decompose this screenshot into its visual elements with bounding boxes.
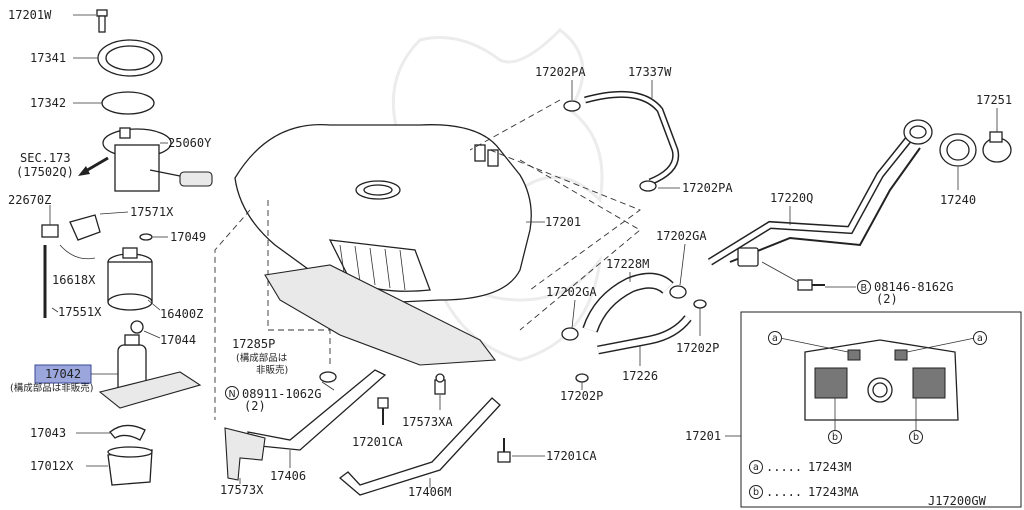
label-17240: 17240 bbox=[940, 193, 976, 207]
inset-callouts bbox=[768, 331, 987, 444]
label-17201-tank: 17201 bbox=[545, 215, 581, 229]
o-ring-17049 bbox=[139, 233, 153, 241]
nut-marker bbox=[225, 386, 239, 400]
inset-marker-a2: a bbox=[977, 333, 983, 344]
label-17341: 17341 bbox=[30, 51, 66, 65]
label-17573xa: 17573XA bbox=[402, 415, 453, 429]
inset-box bbox=[740, 311, 1022, 508]
label-08911-qty: (2) bbox=[244, 399, 266, 413]
strap-17406m bbox=[338, 397, 501, 496]
label-17285p-note1: (構成部品は bbox=[236, 352, 288, 364]
clip-17573xa bbox=[434, 373, 446, 395]
legend-dots-b: ..... bbox=[766, 485, 802, 499]
clamp-17202ga-left bbox=[561, 327, 579, 341]
fuel-filter-16400z bbox=[107, 247, 153, 311]
label-17342: 17342 bbox=[30, 96, 66, 110]
clamp-17202p-right bbox=[693, 299, 707, 309]
label-17337w: 17337W bbox=[628, 65, 672, 79]
legend-letter-b: b bbox=[753, 487, 759, 498]
vent-hose-17337w bbox=[584, 90, 680, 186]
label-17251: 17251 bbox=[976, 93, 1012, 107]
inset-marker-a1: a bbox=[772, 333, 778, 344]
bolt-marker-letter: B bbox=[861, 283, 868, 294]
filler-pipe-17220q bbox=[707, 119, 933, 267]
label-17202ga-left: 17202GA bbox=[546, 285, 597, 299]
filler-cap-17251 bbox=[982, 131, 1012, 163]
label-17220q: 17220Q bbox=[770, 191, 813, 205]
label-22670z: 22670Z bbox=[8, 193, 51, 207]
label-17202pa-top: 17202PA bbox=[535, 65, 586, 79]
clamp-17202pa-top bbox=[563, 100, 581, 112]
bolt-08146 bbox=[797, 279, 825, 291]
label-17201w: 17201W bbox=[8, 8, 52, 22]
bracket-17043 bbox=[109, 424, 146, 441]
label-25060y: 25060Y bbox=[168, 136, 212, 150]
bolt-marker bbox=[857, 280, 871, 294]
label-17406m: 17406M bbox=[408, 485, 451, 499]
label-17228m: 17228M bbox=[606, 257, 649, 271]
label-16618x: 16618X bbox=[52, 273, 96, 287]
label-sec173: SEC.173 bbox=[20, 151, 71, 165]
label-sec173-ref: (17502Q) bbox=[16, 165, 74, 179]
diagram-code: J17200GW bbox=[928, 494, 987, 508]
label-17042[interactable]: 17042 bbox=[45, 367, 81, 381]
label-17012x: 17012X bbox=[30, 459, 74, 473]
clamp-17202ga-top bbox=[669, 285, 687, 299]
legend-marker-b bbox=[749, 485, 763, 499]
legend-letter-a: a bbox=[753, 462, 759, 473]
nut-marker-letter: N bbox=[229, 389, 236, 400]
label-17202ga-top: 17202GA bbox=[656, 229, 707, 243]
label-17043: 17043 bbox=[30, 426, 66, 440]
label-17226: 17226 bbox=[622, 369, 658, 383]
fuel-sender-25060y bbox=[102, 127, 213, 192]
cup-17012x bbox=[107, 446, 153, 486]
label-17202p-right: 17202P bbox=[676, 341, 719, 355]
label-17049: 17049 bbox=[170, 230, 206, 244]
lock-ring-17341 bbox=[97, 39, 163, 77]
label-16400z: 16400Z bbox=[160, 307, 203, 321]
inset-marker-b2: b bbox=[913, 432, 919, 443]
label-17044: 17044 bbox=[160, 333, 196, 347]
bolt-17201ca-left bbox=[377, 397, 389, 425]
legend-code-a: 17243M bbox=[808, 460, 851, 474]
label-17201-inset: 17201 bbox=[685, 429, 721, 443]
dashed-leaders bbox=[214, 99, 641, 420]
hose-16618x bbox=[59, 244, 96, 260]
cap-ring-17240 bbox=[939, 133, 977, 167]
label-17571x: 17571X bbox=[130, 205, 174, 219]
legend-marker-a bbox=[749, 460, 763, 474]
label-17551x: 17551X bbox=[58, 305, 102, 319]
gasket-17342 bbox=[101, 91, 155, 115]
inset-tank-bottom bbox=[804, 339, 959, 421]
label-17406: 17406 bbox=[270, 469, 306, 483]
label-08146-qty: (2) bbox=[876, 292, 898, 306]
bracket-17573x bbox=[224, 427, 266, 481]
label-17202pa-mid: 17202PA bbox=[682, 181, 733, 195]
bracket-17571x bbox=[69, 214, 101, 241]
label-17285p: 17285P bbox=[232, 337, 275, 351]
label-17202p-bottom: 17202P bbox=[560, 389, 603, 403]
label-17201ca-left: 17201CA bbox=[352, 435, 403, 449]
label-08911-1062g: 08911-1062G bbox=[242, 387, 321, 401]
legend-dots-a: ..... bbox=[766, 460, 802, 474]
label-08146-8162g: 08146-8162G bbox=[874, 280, 953, 294]
clamp-17202pa-mid bbox=[639, 180, 657, 192]
label-17201ca-right: 17201CA bbox=[546, 449, 597, 463]
legend-code-b: 17243MA bbox=[808, 485, 859, 499]
nut-08911 bbox=[319, 371, 337, 383]
label-17285p-note2: 非販売) bbox=[256, 364, 288, 376]
screw-17201w bbox=[96, 9, 108, 33]
bolt-17201ca-right bbox=[497, 438, 511, 463]
grommet-17044 bbox=[130, 320, 144, 334]
sensor-22670z bbox=[41, 205, 59, 238]
shield-17285p bbox=[264, 264, 497, 366]
fuel-pump-17042 bbox=[98, 334, 202, 409]
inset-marker-b1: b bbox=[832, 432, 838, 443]
arrow-left-icon bbox=[78, 156, 109, 176]
label-17573x: 17573X bbox=[220, 483, 264, 497]
label-17042-note: (構成部品は非販売) bbox=[10, 382, 93, 394]
clamp-17202p-bottom bbox=[575, 373, 589, 383]
